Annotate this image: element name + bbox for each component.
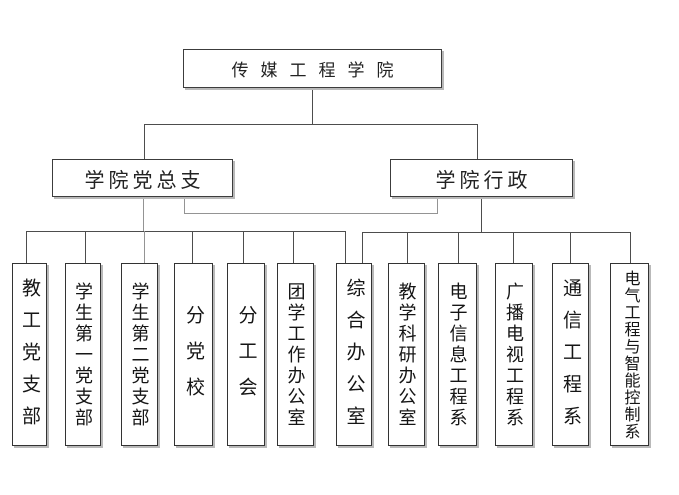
node-electronic-information-engineering-dept: 电子信息工程系 — [438, 263, 477, 446]
node-youth-league-work-office-label: 团学工作办公室 — [285, 282, 306, 429]
connector-stub — [144, 231, 145, 263]
node-electronic-information-engineering-dept-label: 电子信息工程系 — [447, 282, 468, 429]
connector-stub — [407, 232, 408, 263]
connector-admin-drop — [481, 197, 482, 233]
node-teaching-research-office: 教学科研办公室 — [388, 263, 425, 446]
node-branch-labor-union-label: 分工会 — [235, 305, 257, 413]
connector-stub — [362, 232, 363, 263]
node-college-root-label: 传媒工程学院 — [231, 61, 406, 80]
node-communication-engineering-dept-label: 通信工程系 — [560, 278, 581, 438]
connector-stub — [293, 231, 294, 263]
node-faculty-party-branch-label: 教工党支部 — [19, 278, 40, 438]
node-college-root: 传媒工程学院 — [183, 49, 442, 88]
connector-u-bottom — [184, 213, 438, 214]
connector-stub — [513, 232, 514, 263]
node-branch-labor-union: 分工会 — [227, 263, 265, 446]
connector-stub — [85, 231, 86, 263]
connector-admin-top-drop — [477, 124, 478, 160]
connector-stub — [192, 231, 193, 263]
connector-level2-rail — [144, 124, 478, 125]
node-student-first-party-branch-label: 学生第一党支部 — [73, 282, 93, 429]
connector-stub — [243, 231, 244, 263]
connector-u-right — [437, 197, 438, 214]
node-teaching-research-office-label: 教学科研办公室 — [396, 282, 417, 429]
connector-party-top-drop — [144, 124, 145, 160]
node-electrical-intelligent-control-dept-label: 电气工程与智能控制系 — [621, 270, 639, 440]
connector-party-drop — [143, 196, 144, 232]
node-party-general-branch-label: 学院党总支 — [84, 169, 205, 192]
connector-admin-bus — [362, 232, 631, 233]
node-college-administration: 学院行政 — [390, 159, 573, 197]
connector-root-drop — [312, 87, 313, 125]
node-broadcast-tv-engineering-dept: 广播电视工程系 — [495, 263, 533, 446]
node-branch-party-school: 分党校 — [174, 263, 213, 446]
connector-u-left — [184, 196, 185, 214]
node-student-second-party-branch-label: 学生第二党支部 — [129, 282, 150, 429]
node-communication-engineering-dept: 通信工程系 — [552, 263, 589, 446]
node-student-second-party-branch: 学生第二党支部 — [121, 263, 158, 446]
connector-stub — [630, 232, 631, 263]
node-general-office: 综合办公室 — [336, 263, 372, 446]
node-college-administration-label: 学院行政 — [435, 169, 532, 192]
connector-stub — [26, 231, 27, 263]
node-youth-league-work-office: 团学工作办公室 — [277, 263, 314, 446]
connector-stub — [345, 231, 346, 263]
node-faculty-party-branch: 教工党支部 — [12, 263, 47, 446]
node-student-first-party-branch: 学生第一党支部 — [65, 263, 101, 446]
connector-party-bus — [26, 231, 346, 232]
node-party-general-branch: 学院党总支 — [52, 159, 233, 197]
node-broadcast-tv-engineering-dept-label: 广播电视工程系 — [504, 282, 524, 429]
connector-stub — [570, 232, 571, 263]
connector-stub — [458, 232, 459, 263]
node-electrical-intelligent-control-dept: 电气工程与智能控制系 — [610, 263, 649, 446]
node-general-office-label: 综合办公室 — [343, 278, 365, 438]
node-branch-party-school-label: 分党校 — [183, 305, 204, 413]
